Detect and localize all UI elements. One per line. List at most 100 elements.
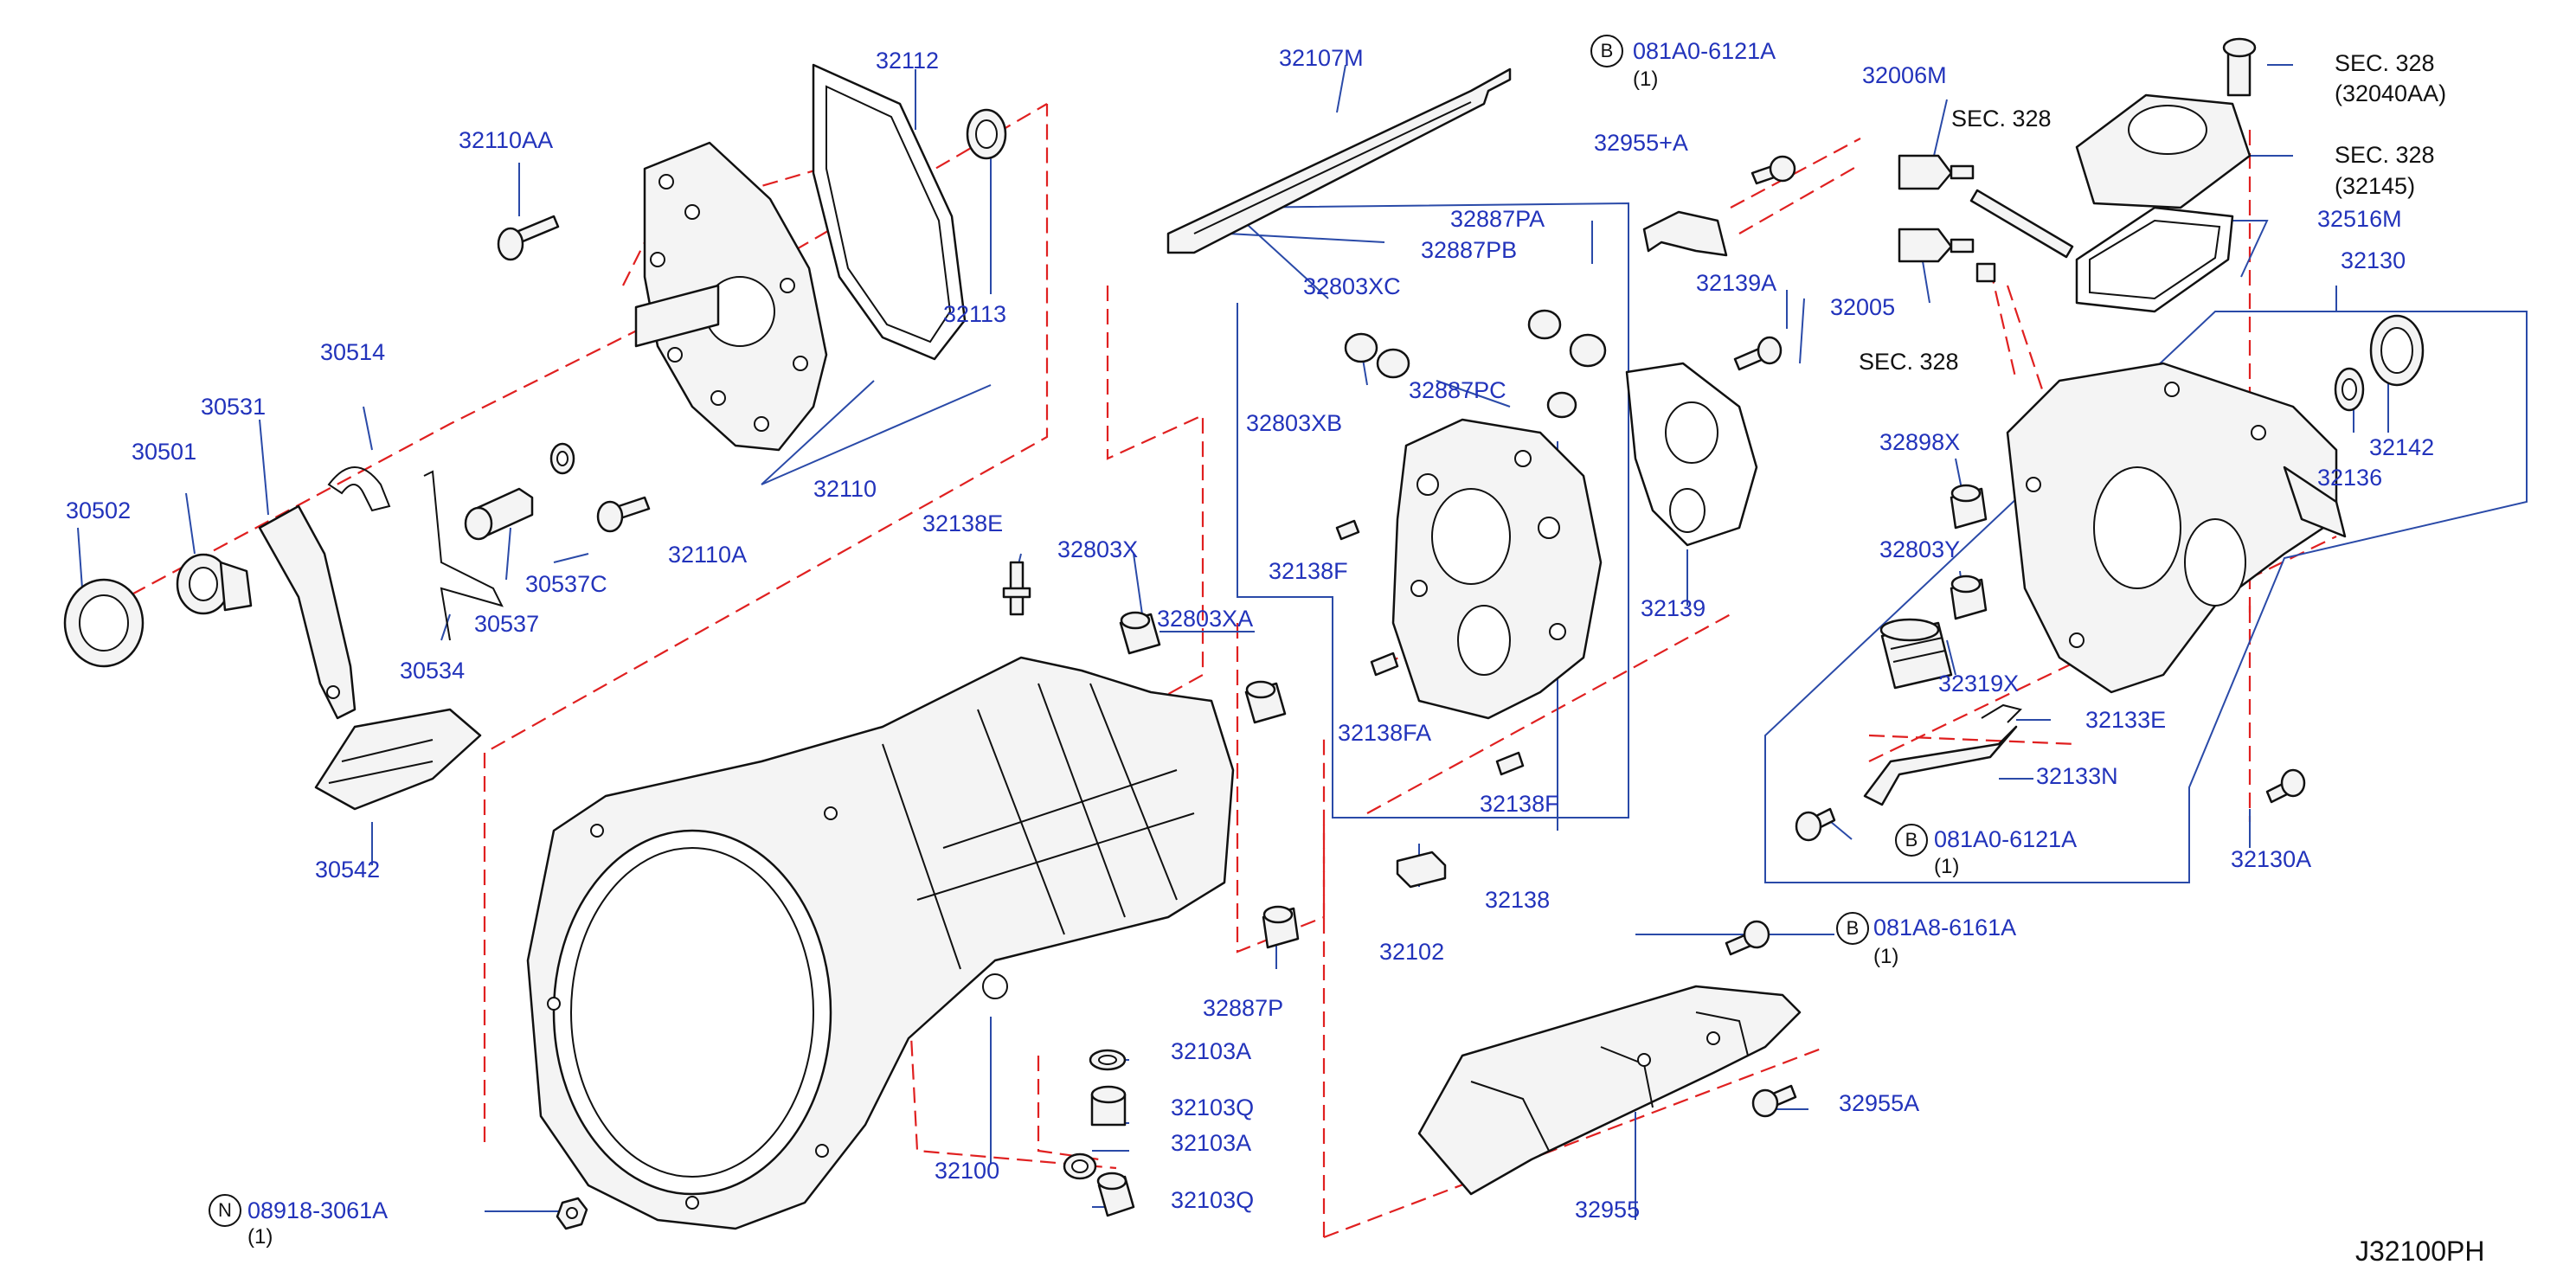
clip-30514[interactable] <box>327 466 391 512</box>
pivot-30537[interactable] <box>464 487 534 541</box>
cover-sec-328[interactable] <box>2075 93 2252 209</box>
adapter-plate-32138[interactable] <box>1391 418 1603 720</box>
bushing-32136[interactable] <box>2334 367 2365 412</box>
plug-32103Q-1[interactable] <box>1090 1085 1127 1127</box>
rail-bracket-32107M[interactable] <box>1166 67 1512 254</box>
label-30534[interactable]: 30534 <box>400 658 466 684</box>
label-32803XC[interactable]: 32803XC <box>1303 273 1401 299</box>
gasket-32112[interactable] <box>812 63 967 361</box>
seal-32142[interactable] <box>2369 314 2425 387</box>
label-32955+A[interactable]: 32955+A <box>1594 130 1688 156</box>
stud-32138E[interactable] <box>1002 561 1031 616</box>
label-32803XA[interactable]: 32803XA <box>1157 606 1254 632</box>
label-32110AA[interactable]: 32110AA <box>459 127 554 153</box>
spring-30534[interactable] <box>423 470 504 641</box>
label-081A8-6161A[interactable]: 081A8-6161A <box>1873 915 2017 941</box>
boot-30542[interactable] <box>314 708 482 811</box>
switch-32005[interactable] <box>1898 228 1975 263</box>
label-32103A-1[interactable]: 32103A <box>1171 1038 1252 1064</box>
label-32887PA[interactable]: 32887PA <box>1450 206 1545 232</box>
bushing-32803XA[interactable] <box>1244 680 1287 724</box>
plug-32103Q-2[interactable] <box>1096 1172 1135 1217</box>
label-32103Q-1[interactable]: 32103Q <box>1171 1095 1255 1120</box>
label-32133E[interactable]: 32133E <box>2085 707 2167 733</box>
label-32110A[interactable]: 32110A <box>668 542 748 568</box>
bolt-32110AA[interactable] <box>497 215 560 261</box>
label-32887P[interactable]: 32887P <box>1203 995 1284 1021</box>
label-32130A[interactable]: 32130A <box>2231 846 2312 872</box>
bolt-32139A[interactable] <box>1733 336 1783 371</box>
label-32138FA[interactable]: 32138FA <box>1338 720 1432 746</box>
rod-sec-328[interactable] <box>1969 189 2074 259</box>
bushing-32887PB[interactable] <box>1527 309 1562 340</box>
washer-30537C[interactable] <box>549 442 575 475</box>
bushing-32887PC[interactable] <box>1546 391 1577 419</box>
switch-32006M[interactable] <box>1898 154 1975 190</box>
label-30502[interactable]: 30502 <box>66 498 132 523</box>
under-cover-32955[interactable] <box>1417 985 1802 1196</box>
bearing-32319X[interactable] <box>1879 618 1953 690</box>
label-30531[interactable]: 30531 <box>201 394 267 420</box>
label-32887PC[interactable]: 32887PC <box>1409 377 1506 403</box>
seal-30502[interactable] <box>63 578 145 668</box>
label-32130[interactable]: 32130 <box>2341 247 2406 273</box>
washer-32103A-1[interactable] <box>1089 1049 1127 1071</box>
label-081A0-6121A-top[interactable]: 081A0-6121A <box>1633 38 1776 64</box>
bushing-32803XC[interactable] <box>1344 332 1378 363</box>
label-32100[interactable]: 32100 <box>935 1158 1000 1184</box>
label-32112[interactable]: 32112 <box>876 48 940 74</box>
bracket-32955+A[interactable] <box>1642 210 1728 257</box>
label-30542[interactable]: 30542 <box>315 857 381 883</box>
extension-housing-32130[interactable] <box>2006 362 2347 694</box>
bushing-32803XB[interactable] <box>1376 348 1410 379</box>
label-32133N[interactable]: 32133N <box>2036 763 2118 789</box>
bolt-32110A[interactable] <box>596 496 651 533</box>
bolt-32130A[interactable] <box>2265 768 2306 804</box>
transmission-case-32100[interactable] <box>526 656 1235 1230</box>
clip-32133E[interactable] <box>1981 703 2022 723</box>
label-30501[interactable]: 30501 <box>132 439 197 465</box>
label-32803Y[interactable]: 32803Y <box>1879 536 1961 562</box>
label-32139[interactable]: 32139 <box>1641 595 1706 621</box>
label-32136[interactable]: 32136 <box>2317 465 2383 491</box>
label-32803XB[interactable]: 32803XB <box>1246 410 1343 436</box>
label-32102[interactable]: 32102 <box>1379 939 1445 965</box>
oil-seal-32113[interactable] <box>966 108 1007 160</box>
bearing-30501[interactable] <box>176 553 253 615</box>
label-32139A[interactable]: 32139A <box>1696 270 1777 296</box>
label-32898X[interactable]: 32898X <box>1879 429 1961 455</box>
lever-32133N[interactable] <box>1863 725 2018 806</box>
label-32142[interactable]: 32142 <box>2369 434 2435 460</box>
bushing-32887PA[interactable] <box>1569 333 1607 368</box>
pin-sec-328[interactable] <box>1975 262 1996 283</box>
nut-08918-3061A[interactable] <box>556 1197 588 1230</box>
front-cover-32110[interactable] <box>634 141 828 452</box>
bolt-32955A[interactable] <box>1751 1084 1797 1118</box>
bushing-32803X[interactable] <box>1119 611 1161 655</box>
label-32006M[interactable]: 32006M <box>1862 62 1947 88</box>
gasket-32516M[interactable] <box>2075 206 2234 313</box>
label-081A0-6121A-bottom[interactable]: 081A0-6121A <box>1934 826 2078 852</box>
gasket-32139[interactable] <box>1625 362 1758 547</box>
bolt-sec-328[interactable] <box>2222 37 2257 97</box>
label-32110[interactable]: 32110 <box>813 476 877 502</box>
bolt-081A8-6161A[interactable] <box>1725 920 1770 956</box>
pin-32138FA[interactable] <box>1370 652 1399 677</box>
pin-32138F-2[interactable] <box>1495 751 1525 776</box>
label-32955A[interactable]: 32955A <box>1839 1090 1920 1116</box>
label-30537C[interactable]: 30537C <box>525 571 607 597</box>
label-32138F-2[interactable]: 32138F <box>1480 791 1559 817</box>
washer-32103A-2[interactable] <box>1063 1152 1097 1180</box>
block-32102[interactable] <box>1396 851 1447 889</box>
label-32005[interactable]: 32005 <box>1830 294 1896 320</box>
bushing-32898X[interactable] <box>1950 484 1988 530</box>
label-32516M[interactable]: 32516M <box>2317 206 2402 232</box>
bolt-081A0-6121A-top[interactable] <box>1751 155 1796 185</box>
label-30537[interactable]: 30537 <box>474 611 540 637</box>
label-32138F-1[interactable]: 32138F <box>1269 558 1348 584</box>
label-32887PB[interactable]: 32887PB <box>1421 237 1518 263</box>
release-fork-30531[interactable] <box>258 504 357 720</box>
label-32113[interactable]: 32113 <box>943 301 1007 327</box>
pin-32138F-1[interactable] <box>1335 519 1360 541</box>
label-08918-3061A[interactable]: 08918-3061A <box>247 1197 389 1223</box>
